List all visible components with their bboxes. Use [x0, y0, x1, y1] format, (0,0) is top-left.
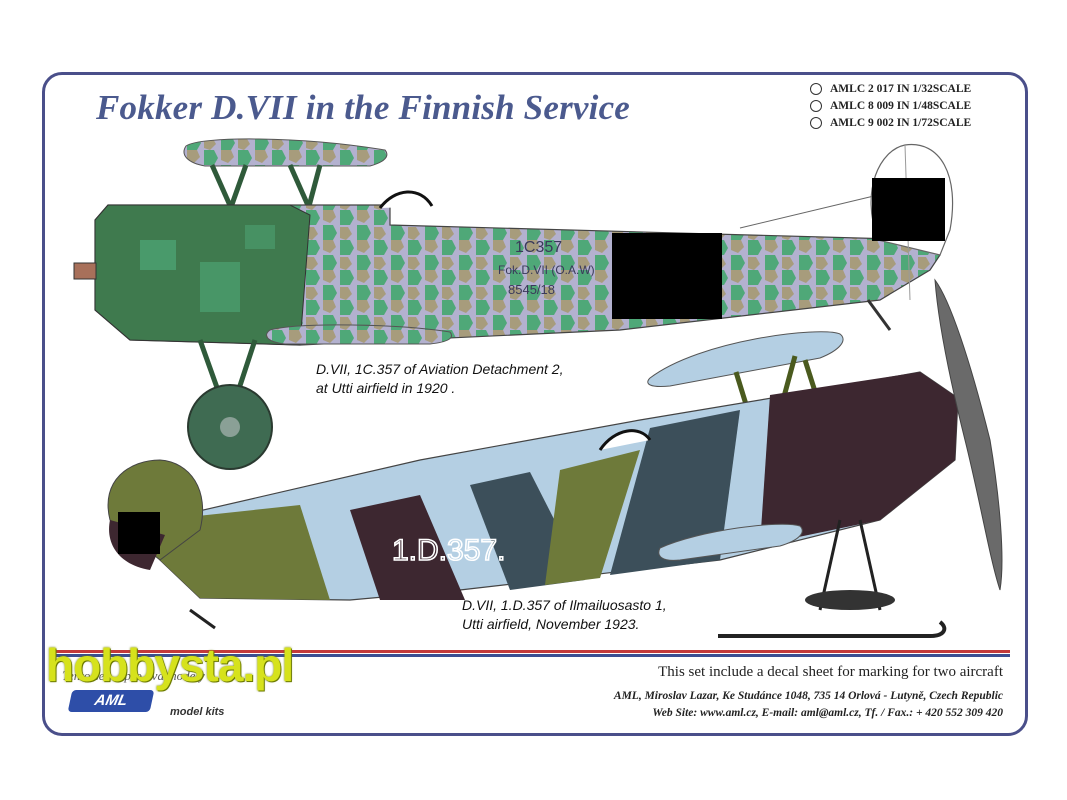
radio-circle-icon[interactable]: [810, 99, 822, 112]
caption-line: Utti airfield, November 1923.: [462, 616, 640, 632]
scale-option[interactable]: AMLC 8 009 IN 1/48SCALE: [810, 97, 971, 114]
scale-option[interactable]: AMLC 2 017 IN 1/32SCALE: [810, 80, 971, 97]
fuselage-code: 1.D.357.: [392, 534, 505, 567]
radio-circle-icon[interactable]: [810, 82, 822, 95]
scale-option[interactable]: AMLC 9 002 IN 1/72SCALE: [810, 114, 971, 131]
divider-red: [52, 650, 1010, 653]
aircraft-1-caption: D.VII, 1C.357 of Aviation Detachment 2, …: [316, 360, 563, 398]
web-line: Web Site: www.aml.cz, E-mail: aml@aml.cz…: [652, 707, 1003, 719]
page-title: Fokker D.VII in the Finnish Service: [96, 88, 631, 127]
footer-english: This set include a decal sheet for marki…: [658, 664, 1003, 680]
marking-serial: 8545/18: [508, 282, 555, 297]
model-kits-label: model kits: [170, 706, 225, 718]
scale-label: AMLC 9 002 IN 1/72SCALE: [830, 116, 972, 129]
footer-address: AML, Miroslav Lazar, Ke Studánce 1048, 7…: [614, 688, 1003, 722]
aircraft-1-drawing: 1C357 Fok.D.VII (O.A.W) 8545/18: [73, 138, 954, 470]
divider-blue: [52, 654, 1010, 657]
scale-label: AMLC 8 009 IN 1/48SCALE: [830, 99, 972, 112]
marking-code: 1C357: [515, 239, 562, 256]
footer-czech: Tento set ... pro dva modely: [62, 668, 205, 683]
scale-label: AMLC 2 017 IN 1/32SCALE: [830, 82, 972, 95]
caption-line: D.VII, 1C.357 of Aviation Detachment 2,: [316, 361, 564, 377]
aircraft-2-caption: D.VII, 1.D.357 of Ilmailuosasto 1, Utti …: [462, 596, 667, 634]
aircraft-2-drawing: 1.D.357.: [107, 278, 1003, 638]
aml-logo-icon: AML: [67, 690, 155, 712]
address-line: AML, Miroslav Lazar, Ke Studánce 1048, 7…: [613, 690, 1003, 702]
caption-line: at Utti airfield in 1920 .: [316, 380, 456, 396]
radio-circle-icon[interactable]: [810, 116, 822, 129]
caption-line: D.VII, 1.D.357 of Ilmailuosasto 1,: [462, 597, 667, 613]
marking-type: Fok.D.VII (O.A.W): [498, 263, 595, 277]
scale-list: AMLC 2 017 IN 1/32SCALE AMLC 8 009 IN 1/…: [810, 80, 971, 131]
